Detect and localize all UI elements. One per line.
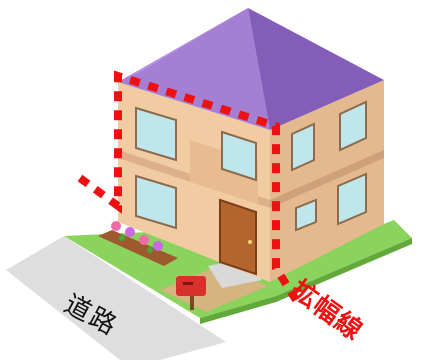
mailbox-post xyxy=(190,292,194,310)
flower xyxy=(119,235,125,241)
window xyxy=(291,122,315,172)
roof-left xyxy=(118,8,248,82)
balcony xyxy=(190,140,258,204)
flower xyxy=(153,241,163,251)
window xyxy=(337,172,367,226)
lawn-edge xyxy=(200,238,412,324)
road-surface xyxy=(6,236,226,360)
window xyxy=(295,198,317,232)
window xyxy=(221,130,257,182)
window xyxy=(135,174,177,230)
front-door xyxy=(219,198,257,276)
roof-side xyxy=(248,8,384,130)
mailbox-slot xyxy=(183,282,193,285)
roof-front xyxy=(118,8,270,130)
flower xyxy=(111,221,121,231)
window xyxy=(339,100,367,152)
flower-bed xyxy=(98,230,178,266)
flower xyxy=(147,247,153,253)
flower xyxy=(139,235,149,245)
floor-band-side xyxy=(270,150,384,208)
door-knob xyxy=(248,240,252,244)
widening-line xyxy=(77,70,300,303)
flower xyxy=(125,227,135,237)
mailbox xyxy=(176,276,206,296)
window xyxy=(135,106,177,162)
